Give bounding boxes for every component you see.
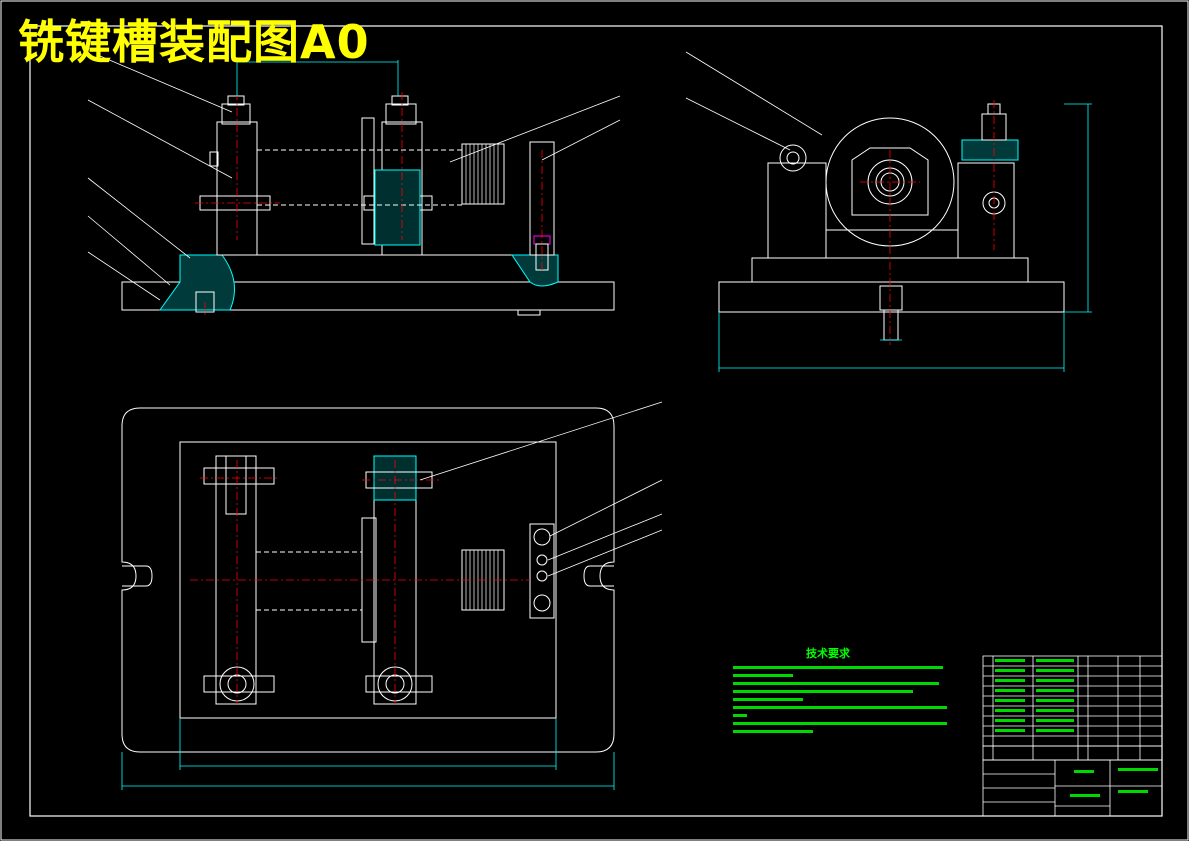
tech-requirements-notes [733,666,947,733]
title-block [982,655,1163,817]
tech-requirements-heading: 技术要求 [806,647,850,660]
drawing-frame [29,25,1163,817]
drawing-title: 铣键槽装配图A0 [18,15,370,69]
front-view [121,60,615,318]
front-view-leaders [87,55,621,301]
side-view [685,51,1092,372]
top-view [121,401,663,790]
title-block-fill [995,659,1158,797]
